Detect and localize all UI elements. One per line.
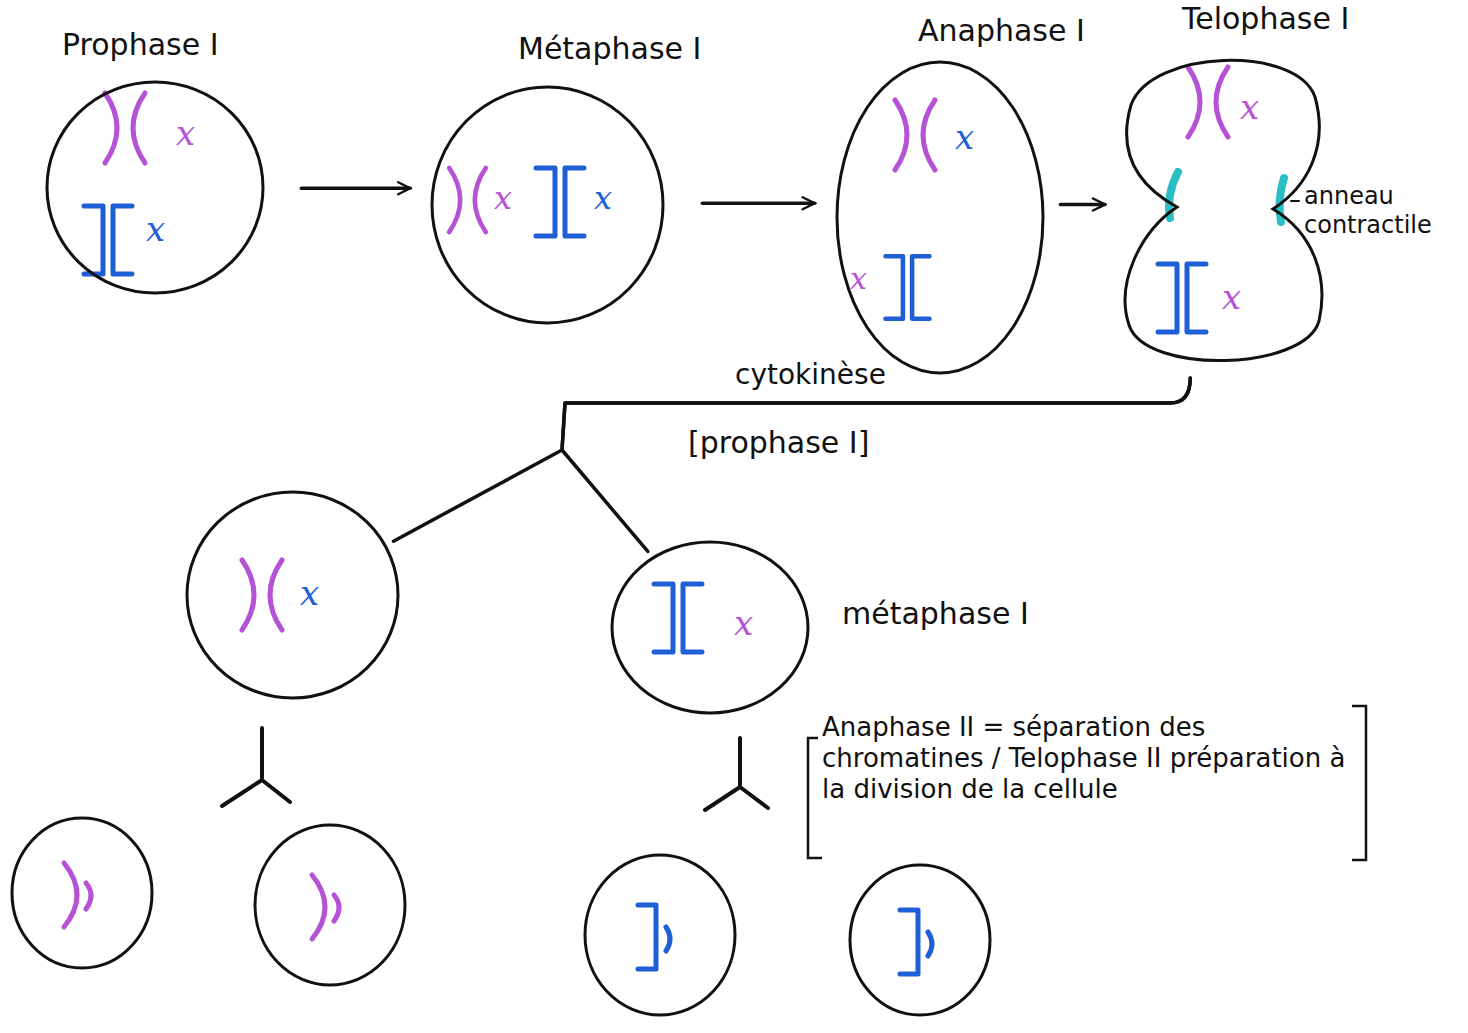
cell: Métaphase Ixx [430, 85, 665, 325]
cell: Prophase Ixx [45, 80, 265, 295]
cell-outline [430, 85, 665, 325]
phase-note: [prophase I] [688, 425, 968, 461]
chromosome-mark: x [734, 604, 753, 643]
note-brackets [808, 706, 1366, 860]
cell-outline [835, 60, 1045, 375]
cell: Anaphase Ixx [835, 60, 1045, 375]
chromosome-mark: x [494, 180, 512, 217]
phase-heading: Métaphase I [518, 32, 701, 67]
cell-outline [610, 540, 810, 715]
cell: x [185, 490, 400, 700]
phase-heading: Telophase I [1182, 2, 1349, 37]
phase-arrow [301, 187, 410, 191]
chromosome-mark: x [955, 118, 974, 157]
division-branches [222, 728, 768, 810]
chromosome-mark: x [146, 210, 165, 249]
chromosome-mark: x [300, 574, 319, 613]
chromosome-mark: x [594, 180, 612, 217]
phase-heading: Anaphase I [918, 14, 1085, 49]
chromosome-mark: x [850, 262, 867, 297]
cell: Telophase Ixx [1115, 45, 1330, 370]
chromosome-mark: x [1240, 88, 1259, 127]
phase-heading: Prophase I [62, 28, 219, 63]
phase-label: métaphase I [842, 596, 1062, 632]
chromatids [64, 863, 932, 974]
ring-label: anneau contractile [1304, 182, 1454, 240]
chromosome-mark: x [1222, 278, 1241, 317]
phase-arrow [1060, 203, 1105, 207]
chromosomes [84, 67, 1228, 652]
anaphase-note: Anaphase II = séparation des chromatines… [822, 712, 1350, 806]
daughter-cells [12, 818, 990, 1015]
cell: x [610, 540, 810, 715]
cytokinesis-branch [562, 378, 1190, 551]
phase-arrow [702, 202, 814, 206]
cell-outline [1115, 45, 1330, 370]
cell-outline [45, 80, 265, 295]
cell-outline [185, 490, 400, 700]
chromosome-mark: x [176, 114, 195, 153]
cytokinesis-label: cytokinèse [735, 358, 935, 392]
